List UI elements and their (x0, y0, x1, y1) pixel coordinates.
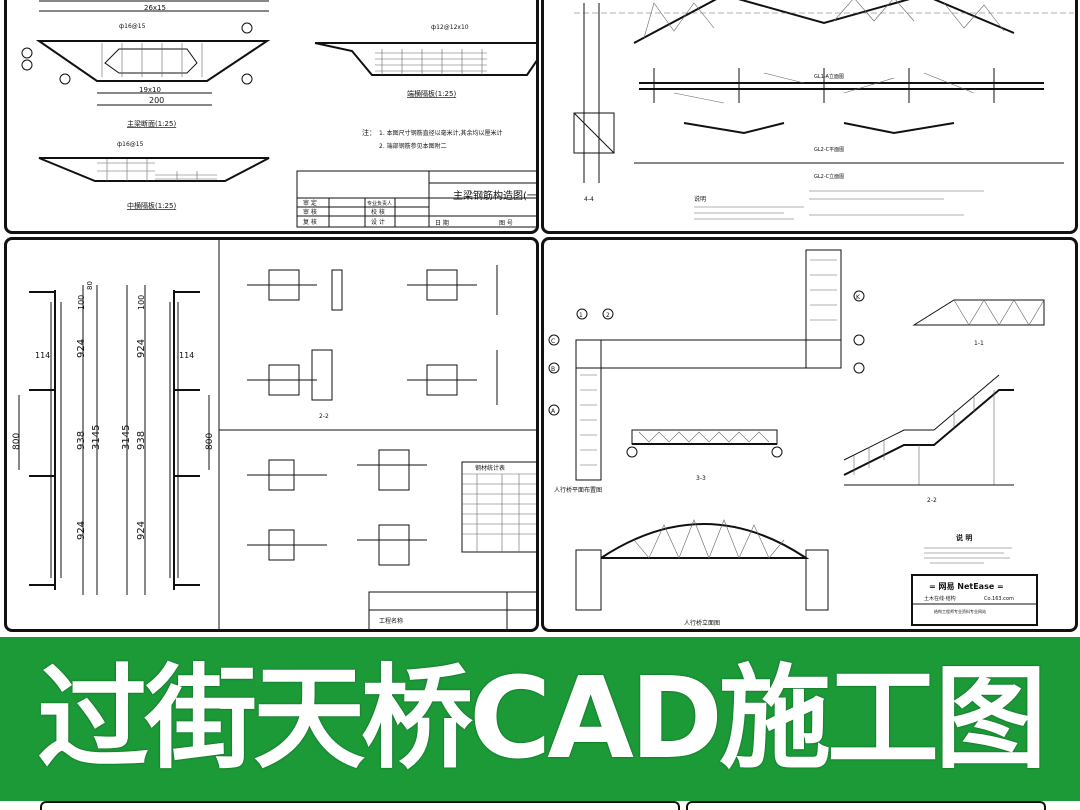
elevation-view: 人行桥立面图 (575, 519, 829, 627)
tb-label: 校 核 (371, 208, 385, 216)
dim-100: 100 (77, 295, 86, 310)
axis-label: B (551, 366, 555, 373)
plan-caption: 人行桥平面布置图 (554, 486, 602, 494)
notes-heading: 说 明 (956, 533, 972, 542)
plan-view: 1 2 C B A K 人行桥平面布置图 (548, 249, 865, 494)
dim-114: 114 (179, 351, 194, 360)
tb-label: 审 定 (303, 199, 317, 207)
title-banner: 过街天桥CAD施工图 (0, 637, 1080, 801)
dim-200: 200 (149, 96, 164, 105)
stamp-line: 结构工程师专业资料专业网站 (934, 608, 986, 614)
tb-label: 审 核 (303, 208, 317, 216)
mid-section-caption: 中横隔板(1:25) (127, 201, 176, 210)
dim-100: 100 (137, 295, 146, 310)
section-caption: 2-2 (319, 413, 329, 420)
title-block: 工程名称 (368, 591, 536, 629)
axis-label: 1 (579, 312, 583, 319)
tb-label: 工程名称 (379, 617, 403, 625)
stamp-brand: = 网易 NetEase = (929, 582, 1004, 591)
dim-80: 80 (86, 281, 94, 290)
title-block: 审 定 审 核 复 核 专业负责人 校 核 设 计 主梁钢筋构造图(一) 日 期… (296, 170, 539, 228)
dim-3145: 3145 (121, 425, 132, 450)
next-panel-edge (686, 801, 1046, 810)
axis-label: K (856, 294, 861, 301)
section-2-2: 2-2 (843, 374, 1014, 504)
tb-label: 设 计 (371, 218, 385, 226)
dim-938: 938 (136, 431, 147, 450)
dim-924: 924 (76, 339, 87, 358)
bridge-layout-drawing: 1 2 C B A K 人行桥平面布置图 3-3 1-1 2-2 人行桥立面图 … (548, 249, 1045, 627)
dim-924: 924 (136, 521, 147, 540)
section-3-3: 3-3 (626, 429, 783, 482)
tb-label: 日 期 (435, 219, 449, 227)
section-caption: 4-4 (584, 196, 594, 203)
tb-label: 图 号 (499, 220, 513, 227)
drawing-panel-bridge-layout: 1 2 C B A K 人行桥平面布置图 3-3 1-1 2-2 人行桥立面图 … (541, 237, 1078, 632)
dim-400: 400 (147, 0, 162, 2)
dim-924: 924 (136, 339, 147, 358)
tb-label: 复 核 (303, 218, 317, 226)
truss-detail-drawing: GL1-A立面图 GL2-C平面图 GL2-C立面图 4-4 说明 (573, 0, 1074, 220)
table-title: 钢材统计表 (475, 464, 505, 472)
note-line: 2. 端部钢筋参见本图附二 (379, 142, 447, 150)
dim-114: 114 (35, 351, 50, 360)
axis-label: A (551, 408, 556, 415)
section-1-1: 1-1 (912, 299, 1045, 347)
section-caption: 2-2 (927, 497, 937, 504)
next-panel-edge (40, 801, 680, 810)
netease-stamp: = 网易 NetEase = 土木在线·结构 Co.163.com 结构工程师专… (911, 574, 1038, 626)
stamp-site: Co.163.com (984, 596, 1014, 602)
dim-26x15: 26x15 (144, 4, 166, 12)
elevation-caption: 人行桥立面图 (684, 619, 720, 627)
dim-800: 800 (12, 433, 22, 450)
beam-elevation-left: 80 100 924 938 3145 924 800 114 (12, 281, 102, 595)
note-heading: 注： (362, 128, 376, 137)
steel-table: 钢材统计表 (461, 461, 536, 553)
rebar-label: ф16@15 (119, 23, 146, 30)
plan-caption: GL2-C平面图 (814, 147, 844, 153)
beam-elevation-right: 100 924 938 3145 924 800 114 (121, 285, 215, 595)
steel-joint-drawing: 80 100 924 938 3145 924 800 114 100 924 … (12, 240, 536, 629)
stamp-sub: 土木在线·结构 (924, 595, 956, 602)
dim-3145: 3145 (91, 425, 102, 450)
dim-924: 924 (76, 521, 87, 540)
joint-details (247, 265, 498, 566)
drawing-panel-truss-details: GL1-A立面图 GL2-C平面图 GL2-C立面图 4-4 说明 (541, 0, 1078, 234)
note-line: 1. 本图尺寸钢筋直径以毫米计,其余均以厘米计 (379, 129, 503, 137)
dim-800: 800 (205, 433, 215, 450)
section-caption: 3-3 (696, 475, 706, 482)
axis-label: C (551, 338, 555, 345)
rebar-section-drawing: 400 26x15 ф16@15 19x10 200 主梁断面(1:25) ф1… (21, 0, 539, 228)
rebar-label: ф16@15 (117, 141, 144, 148)
dim-938: 938 (76, 431, 87, 450)
elevation-caption: GL2-C立面图 (814, 173, 844, 180)
main-section-caption: 主梁断面(1:25) (127, 119, 176, 128)
notes-heading: 说明 (694, 195, 706, 203)
drawing-panel-steel-joints: 80 100 924 938 3145 924 800 114 100 924 … (4, 237, 539, 632)
banner-title: 过街天桥CAD施工图 (37, 654, 1047, 784)
tb-label: 专业负责人 (367, 200, 392, 207)
elevation-caption: GL1-A立面图 (814, 73, 844, 80)
drawing-panel-rebar-section: 400 26x15 ф16@15 19x10 200 主梁断面(1:25) ф1… (4, 0, 539, 234)
rebar-label: ф12@12x10 (431, 24, 469, 31)
end-section-caption: 端横隔板(1:25) (407, 89, 456, 98)
drawing-title: 主梁钢筋构造图(一) (453, 189, 539, 202)
dim-19x10: 19x10 (139, 86, 161, 94)
section-caption: 1-1 (974, 340, 984, 347)
axis-label: 2 (606, 312, 610, 319)
